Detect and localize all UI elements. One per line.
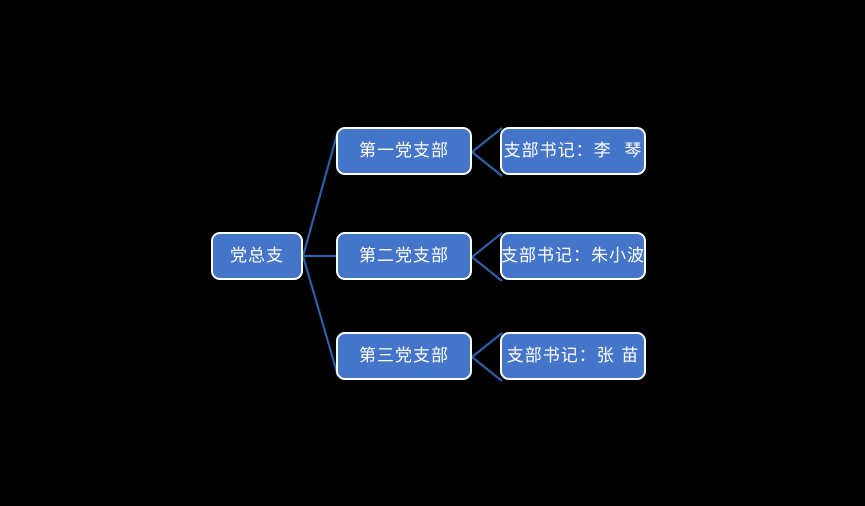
edge-branch-3-to-leaf-top (471, 332, 503, 358)
edge-branch-2-to-leaf-bottom (471, 256, 503, 282)
node-branch-1[interactable]: 第一党支部 (336, 127, 472, 175)
edge-branch-1-to-leaf-top (471, 127, 503, 153)
edge-root-to-branch-3 (301, 255, 340, 377)
edge-root-to-branch-1 (301, 130, 340, 257)
edge-branch-1-to-leaf-bottom (471, 151, 503, 177)
edge-branch-3-to-leaf-bottom (471, 356, 503, 382)
node-secretary-3[interactable]: 支部书记：张 苗 (500, 332, 646, 380)
node-secretary-2[interactable]: 支部书记：朱小波 (500, 232, 646, 280)
node-branch-3[interactable]: 第三党支部 (336, 332, 472, 380)
edge-branch-2-to-leaf-top (471, 232, 503, 258)
root-to-branch-edges (301, 130, 340, 377)
node-branch-2[interactable]: 第二党支部 (336, 232, 472, 280)
branch-to-leaf-edges (471, 127, 503, 382)
node-root-party-general-branch[interactable]: 党总支 (211, 232, 303, 280)
node-secretary-1[interactable]: 支部书记：李 琴 (500, 127, 646, 175)
